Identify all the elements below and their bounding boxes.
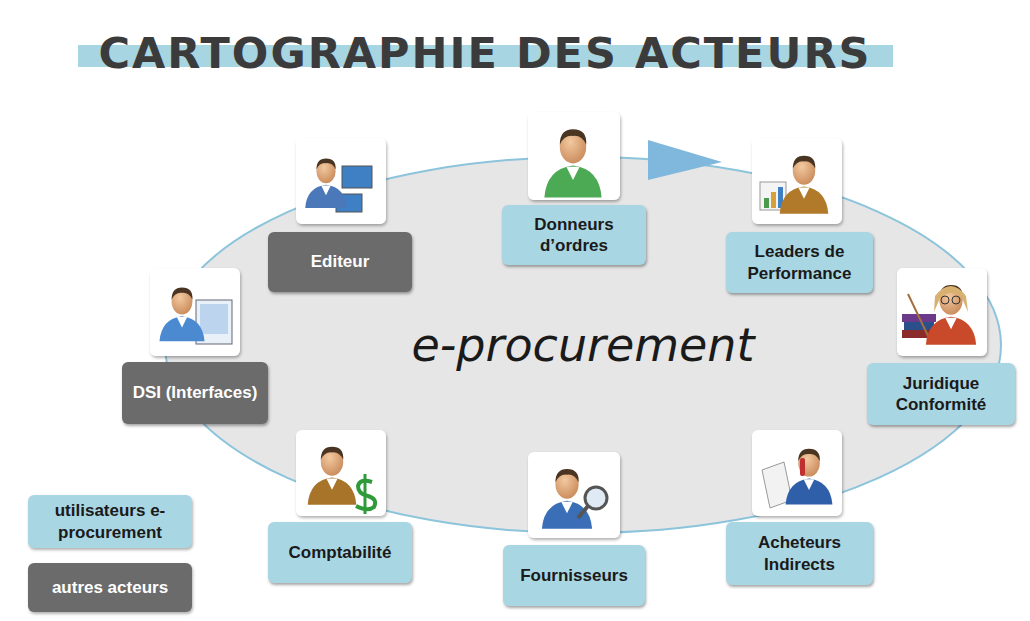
leaders-icon [752, 138, 842, 224]
legend-label: autres acteurs [52, 577, 168, 598]
actor-label: Donneurs d’ordres [512, 214, 636, 257]
actor-box: Editeur [268, 232, 412, 292]
actor-label: DSI (Interfaces) [133, 382, 258, 403]
actor-label: Acheteurs Indirects [736, 532, 863, 575]
actor-box: Leaders de Performance [726, 232, 873, 293]
actor-box: Comptabilité [268, 522, 412, 583]
center-label: e-procurement [411, 318, 754, 372]
acheteurs-icon [752, 430, 842, 516]
legend-swatch: autres acteurs [28, 563, 192, 612]
actor-box: Donneurs d’ordres [502, 205, 646, 265]
dsi-icon [150, 268, 240, 356]
actor-box: Juridique Conformité [867, 363, 1015, 425]
comptabilite-icon [296, 430, 386, 516]
donneurs-icon [528, 112, 620, 200]
actor-label: Leaders de Performance [736, 241, 863, 284]
juridique-icon [897, 268, 987, 356]
actor-label: Juridique Conformité [877, 373, 1005, 416]
legend-label: utilisateurs e-procurement [36, 500, 184, 543]
actor-box: DSI (Interfaces) [122, 362, 269, 424]
legend-swatch: utilisateurs e-procurement [28, 495, 192, 548]
diagram-title: CARTOGRAPHIE DES ACTEURS [0, 28, 970, 78]
actor-box: Fournisseurs [503, 545, 645, 606]
editeur-icon [296, 138, 386, 224]
actor-label: Comptabilité [289, 542, 392, 563]
fournisseurs-icon [528, 452, 620, 538]
actor-label: Editeur [311, 251, 370, 272]
actor-box: Acheteurs Indirects [726, 522, 873, 585]
flow-arrowhead [648, 140, 722, 180]
actor-label: Fournisseurs [520, 565, 628, 586]
